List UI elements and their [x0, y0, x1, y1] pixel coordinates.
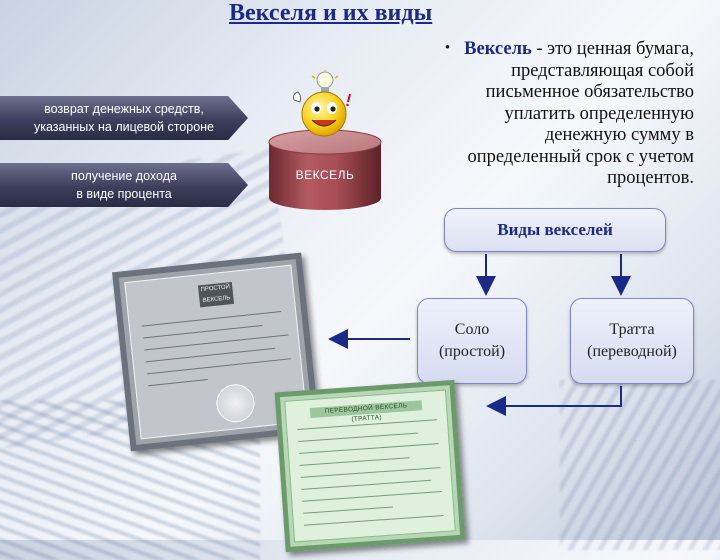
purpose-box-refund: возврат денежных средств, указанных на л…: [0, 96, 248, 140]
bill-type-solo-name: Соло: [454, 321, 490, 338]
page-title: Векселя и их виды: [229, 0, 433, 26]
purpose-box-income-line2: в виде процента: [76, 187, 172, 201]
bill-type-tratta-desc: (переводной): [587, 343, 677, 360]
definition-line-3: письменное обязательство: [485, 82, 694, 102]
definition-line-1: • Вексель - это ценная бумага,: [360, 38, 694, 61]
purpose-box-refund-line1: возврат денежных средств,: [44, 101, 204, 116]
definition-line-5: денежную сумму в: [544, 125, 694, 145]
cylinder-shape: [268, 129, 382, 210]
definition-term: Вексель: [464, 39, 532, 59]
bill-definition: • Вексель - это ценная бумага, представля…: [360, 38, 694, 190]
arrow-tratta-to-certificate: [486, 386, 622, 416]
transfer-bill-certificate-image: ПЕРЕВОДНОЙ ВЕКСЕЛЬ (ТРАТТА): [274, 379, 466, 553]
bill-type-solo: Соло (простой): [417, 298, 527, 384]
bullet-icon: •: [444, 40, 451, 56]
definition-line-7: процентов.: [607, 168, 694, 188]
definition-line-6: определенный срок с учетом: [467, 146, 694, 167]
definition-line-1-text: - это ценная бумага,: [536, 39, 694, 59]
purpose-box-income: получение дохода в виде процента: [0, 163, 248, 207]
definition-line-2: представляющая собой: [511, 60, 694, 81]
background-banknote-pattern-right: [560, 380, 720, 550]
purpose-box-income-line1: получение дохода: [71, 168, 177, 183]
bill-cylinder: ВЕКСЕЛЬ: [267, 128, 383, 212]
bill-type-tratta: Тратта (переводной): [570, 298, 694, 384]
simple-bill-header: ПРОСТОЙ ВЕКСЕЛЬ: [197, 281, 235, 308]
purpose-box-refund-line2: указанных на лицевой стороне: [33, 120, 215, 134]
definition-line-4: уплатить определенную: [504, 103, 694, 124]
certificate-seal-icon: [214, 382, 257, 425]
bill-types-heading-box: Виды векселей: [444, 208, 666, 252]
bill-type-solo-desc: (простой): [438, 343, 506, 360]
cylinder-label: ВЕКСЕЛЬ: [295, 168, 355, 182]
smiley-lightbulb-icon: [293, 70, 351, 137]
transfer-bill-header: ПЕРЕВОДНОЙ ВЕКСЕЛЬ (ТРАТТА): [309, 400, 423, 423]
bill-type-tratta-name: Тратта: [609, 321, 655, 338]
